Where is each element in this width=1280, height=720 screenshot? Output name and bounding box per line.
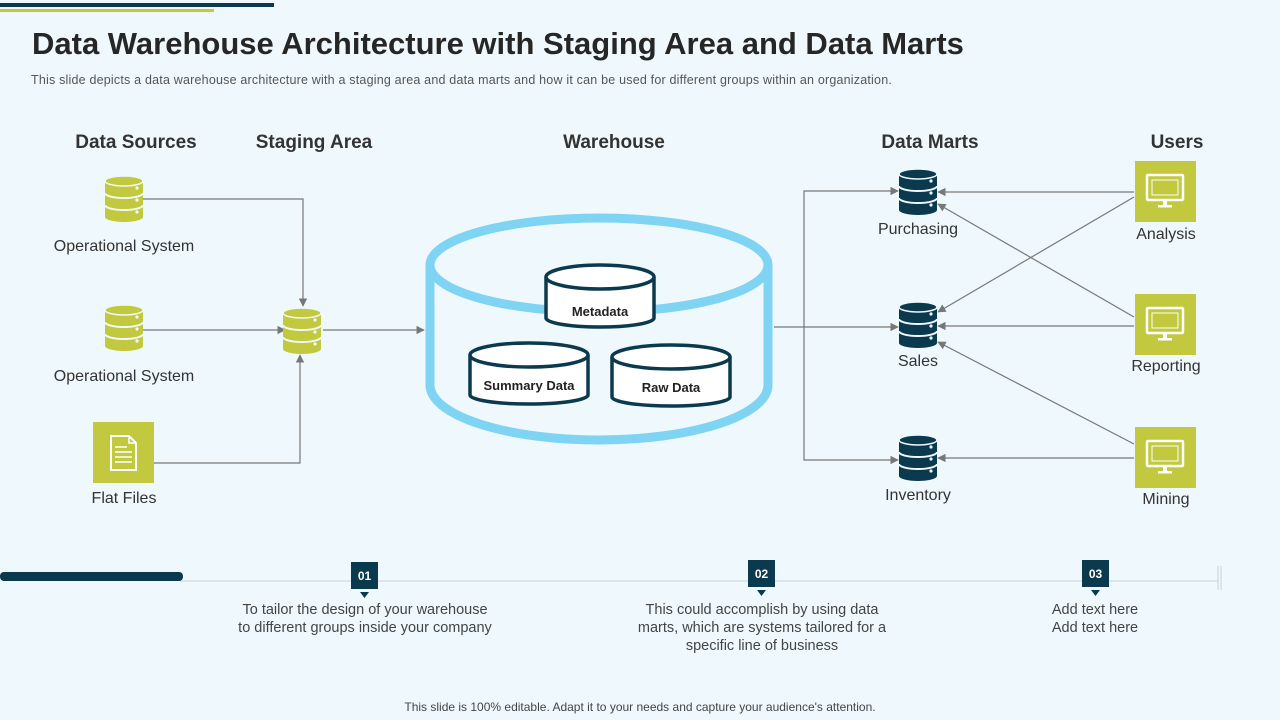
operational-system-1-label: Operational System — [53, 238, 195, 255]
timeline-note-01: To tailor the design of your warehouse t… — [238, 602, 492, 636]
purchasing-db-icon — [898, 168, 938, 216]
raw-data-db-shape — [610, 343, 732, 408]
mining-label: Mining — [1142, 491, 1190, 508]
header-data-sources: Data Sources — [75, 132, 197, 153]
summary-data-label: Summary Data — [483, 378, 575, 393]
inventory-label: Inventory — [885, 487, 951, 504]
operational-system-2-db-icon — [104, 304, 144, 352]
page-subtitle: This slide depicts a data warehouse arch… — [31, 73, 893, 87]
operational-system-2-label: Operational System — [53, 368, 195, 385]
staging-db-icon — [282, 307, 322, 355]
timeline-marker-01: 01 — [351, 562, 378, 589]
footer-note: This slide is 100% editable. Adapt it to… — [404, 700, 876, 714]
timeline-note-02: This could accomplish by using data mart… — [637, 602, 887, 654]
flat-files-icon — [93, 422, 154, 483]
timeline-note-03: Add text here Add text here — [1051, 602, 1139, 636]
raw-data-label: Raw Data — [641, 380, 701, 395]
timeline — [0, 566, 1222, 598]
operational-system-1-db-icon — [104, 175, 144, 223]
analysis-label: Analysis — [1136, 226, 1196, 243]
warehouse-cylinder — [425, 213, 773, 445]
timeline-marker-03: 03 — [1082, 560, 1109, 587]
purchasing-label: Purchasing — [877, 221, 959, 238]
header-data-marts: Data Marts — [881, 132, 979, 153]
timeline-marker-02: 02 — [748, 560, 775, 587]
reporting-monitor-icon — [1135, 294, 1196, 355]
top-accent-bar-dark — [0, 3, 274, 7]
reporting-label: Reporting — [1131, 358, 1201, 375]
header-users: Users — [1150, 132, 1204, 153]
mining-monitor-icon — [1135, 427, 1196, 488]
connector-lines — [143, 186, 1135, 465]
page-title: Data Warehouse Architecture with Staging… — [32, 26, 964, 61]
analysis-monitor-icon — [1135, 161, 1196, 222]
sales-label: Sales — [897, 353, 939, 370]
top-accent-bar-green — [0, 9, 214, 12]
inventory-db-icon — [898, 434, 938, 482]
header-warehouse: Warehouse — [563, 132, 665, 153]
sales-db-icon — [898, 301, 938, 349]
summary-data-db-shape — [468, 341, 590, 406]
metadata-label: Metadata — [571, 304, 629, 319]
metadata-db-shape — [544, 263, 656, 329]
flat-files-label: Flat Files — [91, 490, 157, 507]
header-staging-area: Staging Area — [255, 132, 373, 153]
